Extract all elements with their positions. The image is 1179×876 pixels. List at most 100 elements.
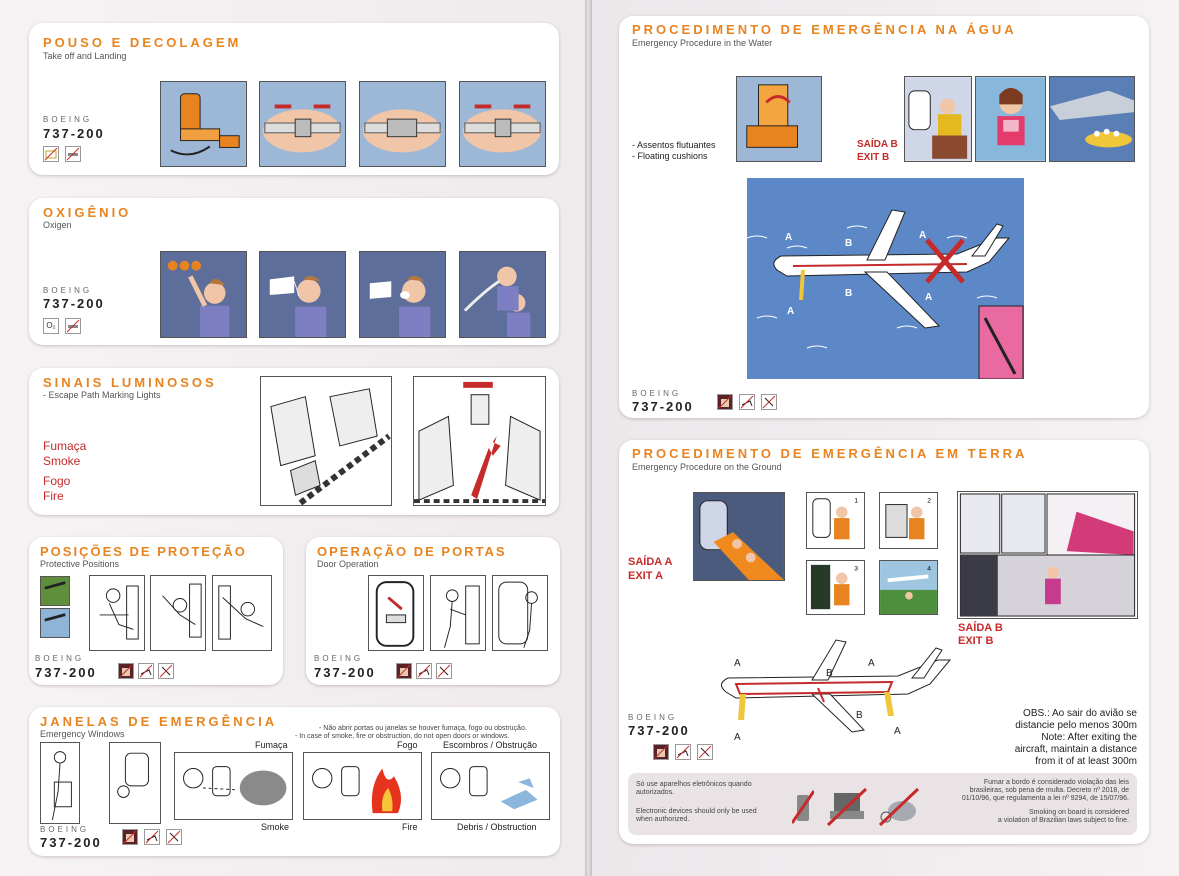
oxygen-mask-assist-illustration (459, 251, 546, 338)
door-a-label: A (868, 658, 875, 669)
smoke-en-label: Smoke (43, 454, 81, 468)
page-fold (585, 0, 592, 876)
model-label: 737-200 (43, 296, 105, 311)
raft-illustration (1049, 76, 1135, 162)
ground-evacuation-diagram: A A B B A A (712, 636, 958, 748)
model-label: 737-200 (632, 399, 694, 414)
no-high-heels-icon (144, 829, 160, 845)
aisle-lights-illustration (413, 376, 546, 506)
seatbelt-fasten-illustration (259, 81, 346, 167)
exit-b-pt-label: SAÍDA B (857, 139, 898, 150)
debris-label: Debris / Obstruction (457, 822, 537, 832)
oxygen-mask-wear-illustration (359, 251, 446, 338)
ground-step-2-illustration: 2 (879, 492, 938, 549)
window-fire-illustration (303, 752, 422, 820)
model-label: 737-200 (35, 665, 97, 680)
no-laptop-icon (826, 787, 868, 827)
wing-exit-ground-illustration (957, 491, 1138, 619)
ground-step-1-illustration: 1 (806, 492, 865, 549)
protective-subtitle: Protective Positions (40, 559, 120, 569)
door-a-label: A (894, 726, 901, 737)
window-smoke-illustration (174, 752, 293, 820)
floor-lights-seat-illustration (260, 376, 392, 506)
windows-subtitle: Emergency Windows (40, 729, 125, 739)
boeing-label: BOEING (40, 825, 90, 834)
step-number: 1 (854, 498, 858, 505)
exit-b-en-label: EXIT B (958, 635, 994, 647)
protective-card: POSIÇÕES DE PROTEÇÃO Protective Position… (29, 537, 283, 685)
oxygen-subtitle: Oxigen (43, 220, 72, 230)
boeing-label: BOEING (628, 713, 678, 722)
cushion-pt-label: - Assentos flutuantes (632, 140, 716, 150)
floating-cushion-illustration (736, 76, 822, 162)
wing-b-label: B (845, 288, 852, 299)
footer-bar: Só use aparelhos eletrônicos quando auto… (628, 773, 1137, 835)
door-exit-illustration (492, 575, 548, 651)
wing-b-label: B (845, 238, 852, 249)
electronics-pt-line-2: autorizados. (636, 789, 675, 796)
exit-b-pt-label: SAÍDA B (958, 622, 1003, 634)
oxygen-title: OXIGÊNIO (43, 205, 132, 220)
doors-title: OPERAÇÃO DE PORTAS (317, 544, 507, 559)
fogo-label: Fogo (397, 740, 418, 750)
protective-title: POSIÇÕES DE PROTEÇÃO (40, 544, 247, 559)
doors-subtitle: Door Operation (317, 559, 379, 569)
wing-exit-water-illustration (904, 76, 972, 162)
life-vest-illustration (975, 76, 1046, 162)
oxygen-mask-pull-illustration (259, 251, 346, 338)
seatbelt-tighten-illustration (359, 81, 446, 167)
oxygen-card: OXIGÊNIO Oxigen BOEING 737-200 O₂ (29, 198, 559, 345)
obs-note: OBS.: Ao sair do avião se distancie pelo… (1015, 708, 1137, 768)
boeing-label: BOEING (632, 389, 682, 398)
slide-illustration (693, 492, 785, 581)
no-high-heels-icon (138, 663, 154, 679)
windows-title: JANELAS DE EMERGÊNCIA (40, 714, 278, 729)
lights-card: SINAIS LUMINOSOS - Escape Path Marking L… (29, 368, 559, 515)
lights-title: SINAIS LUMINOSOS (43, 375, 217, 390)
brace-position-1-illustration (89, 575, 145, 651)
no-phone-icon (790, 789, 816, 825)
fire-label: Fire (402, 822, 418, 832)
windows-card: JANELAS DE EMERGÊNCIA Emergency Windows … (29, 707, 560, 856)
model-label: 737-200 (40, 835, 102, 850)
takeoff-card: POUSO E DECOLAGEM Take off and Landing B… (29, 23, 559, 175)
takeoff-subtitle: Take off and Landing (43, 51, 127, 61)
smoking-en-line-2: a violation of Brazilian laws subject to… (997, 817, 1129, 824)
no-seatbelt-sign-icon (43, 146, 59, 162)
land-icon (40, 576, 70, 606)
takeoff-title: POUSO E DECOLAGEM (43, 35, 242, 50)
no-electronics-icon (878, 787, 920, 827)
boeing-label: BOEING (43, 286, 93, 295)
no-luggage-icon (653, 744, 669, 760)
no-luggage-icon (118, 663, 134, 679)
door-a-label: A (785, 232, 792, 243)
ground-step-4-illustration: 4 (879, 560, 938, 615)
no-high-heels-icon (675, 744, 691, 760)
fire-en-label: Fire (43, 489, 64, 503)
wing-b-label: B (856, 710, 863, 721)
brace-position-2-illustration (150, 575, 206, 651)
door-handle-illustration (368, 575, 424, 651)
oxygen-mask-drop-illustration (160, 251, 247, 338)
no-luggage-icon (717, 394, 733, 410)
ground-step-3-illustration: 3 (806, 560, 865, 615)
no-sharp-objects-icon (158, 663, 174, 679)
no-sharp-objects-icon (166, 829, 182, 845)
windows-note-pt: - Não abrir portas ou janelas se houver … (319, 725, 527, 732)
step-number: 3 (854, 566, 858, 573)
exit-a-en-label: EXIT A (628, 570, 664, 582)
doors-card: OPERAÇÃO DE PORTAS Door Operation BOEING… (306, 537, 560, 685)
fire-pt-label: Fogo (43, 474, 71, 488)
step-number: 2 (927, 498, 931, 505)
seatbelt-release-illustration (459, 81, 546, 167)
no-sharp-objects-icon (761, 394, 777, 410)
water-title: PROCEDIMENTO DE EMERGÊNCIA NA ÁGUA (632, 22, 1017, 37)
fumaca-label: Fumaça (255, 740, 288, 750)
brace-position-3-illustration (212, 575, 272, 651)
ground-title: PROCEDIMENTO DE EMERGÊNCIA EM TERRA (632, 446, 1028, 461)
no-sharp-objects-icon (697, 744, 713, 760)
ground-subtitle: Emergency Procedure on the Ground (632, 462, 782, 472)
smoke-label: Smoke (261, 822, 290, 832)
obs-en-line-1: Note: After exiting the (1041, 732, 1137, 743)
exit-b-en-label: EXIT B (857, 152, 890, 163)
